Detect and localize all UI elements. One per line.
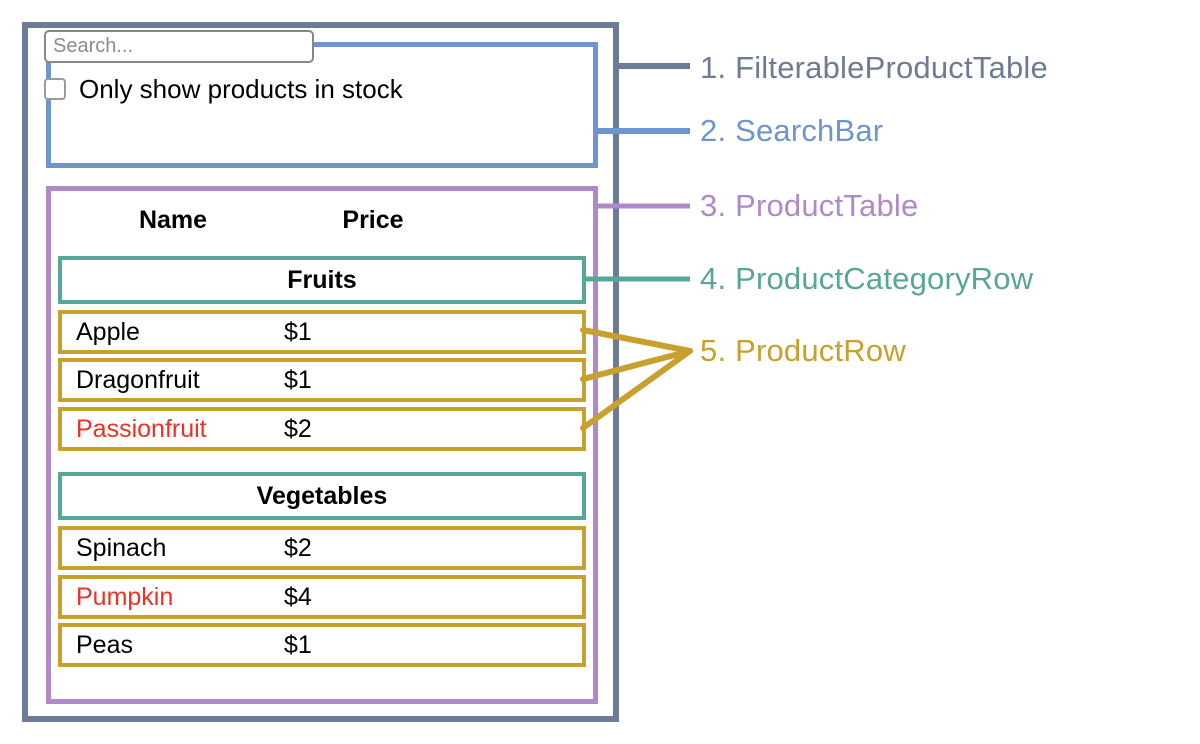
product-row[interactable]: Apple $1 (58, 310, 586, 354)
product-table-contents: Name Price Fruits Apple $1 Dragonfruit $… (46, 186, 598, 704)
product-row[interactable]: Pumpkin $4 (58, 575, 586, 619)
only-in-stock-checkbox[interactable] (44, 78, 66, 100)
search-bar-boundary (46, 42, 598, 168)
product-row[interactable]: Peas $1 (58, 623, 586, 667)
product-price: $1 (284, 630, 312, 659)
callout-label-filterable-product-table: 1. FilterableProductTable (700, 50, 1048, 85)
product-category-row: Fruits (58, 256, 586, 304)
product-name: Pumpkin (76, 582, 174, 611)
callout-label-product-row: 5. ProductRow (700, 333, 906, 368)
product-row[interactable]: Dragonfruit $1 (58, 358, 586, 402)
product-price: $1 (284, 317, 312, 346)
product-table-header-row: Name Price (58, 200, 586, 240)
product-price: $4 (284, 582, 312, 611)
column-header-name: Name (138, 205, 208, 234)
callout-label-product-category-row: 4. ProductCategoryRow (700, 261, 1034, 296)
callout-label-product-table: 3. ProductTable (700, 188, 919, 223)
product-row[interactable]: Spinach $2 (58, 526, 586, 570)
stock-filter-row[interactable]: Only show products in stock (44, 76, 403, 102)
product-name: Passionfruit (76, 414, 207, 443)
product-table-boundary (46, 186, 598, 704)
column-header-price: Price (342, 205, 404, 234)
product-category-label: Vegetables (256, 481, 388, 510)
product-price: $1 (284, 365, 312, 394)
product-name: Dragonfruit (76, 365, 200, 394)
product-category-label: Fruits (287, 265, 357, 294)
only-in-stock-label: Only show products in stock (79, 74, 403, 104)
product-name: Spinach (76, 533, 167, 562)
product-category-row: Vegetables (58, 472, 586, 520)
product-name: Peas (76, 630, 133, 659)
callout-label-search-bar: 2. SearchBar (700, 113, 884, 148)
search-input[interactable] (44, 30, 314, 63)
product-price: $2 (284, 533, 312, 562)
product-row[interactable]: Passionfruit $2 (58, 407, 586, 451)
product-name: Apple (76, 317, 140, 346)
product-price: $2 (284, 414, 312, 443)
